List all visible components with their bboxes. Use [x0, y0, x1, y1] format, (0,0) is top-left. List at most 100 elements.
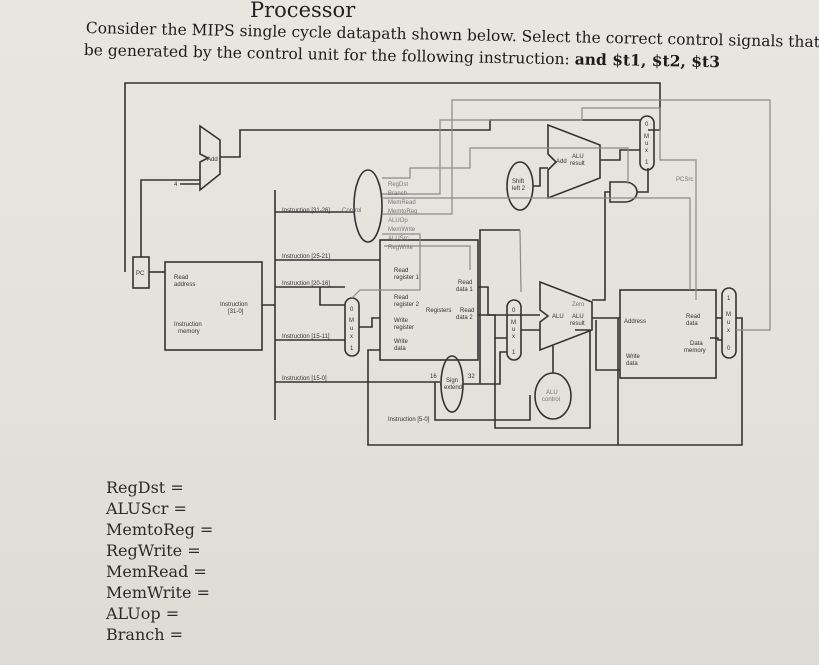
- field-25-21: Instruction [25-21]: [282, 254, 330, 260]
- alu-control-unit: [534, 372, 572, 420]
- field-5-0: Instruction [5-0]: [388, 417, 430, 423]
- ctrl-sig-5: MemWrite: [388, 227, 416, 233]
- shift-1: Shift: [512, 179, 524, 185]
- imem-label-1: Instruction: [174, 322, 202, 328]
- mux-bot-0: 1: [727, 296, 731, 302]
- mux-alusrc-4: 1: [512, 350, 516, 356]
- alu-result-1: ALU: [572, 314, 584, 320]
- main-alu: [539, 280, 593, 352]
- ctrl-sig-0: RegDst: [388, 182, 408, 188]
- alu-zero: Zero: [572, 302, 585, 308]
- alu-control-1: ALU: [546, 390, 558, 396]
- dmem-label-1: Data: [690, 341, 703, 347]
- branch-adder: [547, 123, 601, 200]
- bits-32: 32: [468, 374, 475, 380]
- writeback-loop-wire: [367, 317, 743, 446]
- alu-result-2: result: [570, 321, 585, 327]
- imem-read-addr-2: address: [174, 282, 195, 288]
- mux-top-3: x: [645, 148, 648, 154]
- signal-regwrite[interactable]: RegWrite =: [106, 541, 201, 560]
- dmem-read-2: data: [686, 321, 698, 327]
- signal-name: ALUop: [106, 604, 161, 623]
- signal-memtoreg[interactable]: MemtoReg =: [106, 520, 214, 539]
- imem-instr-2: [31-0]: [228, 309, 244, 315]
- pcsrc-label: PCSrc: [676, 177, 693, 183]
- regs-rr1-2: register 1: [394, 275, 420, 281]
- bits-16: 16: [430, 374, 437, 380]
- alu-result-top-2: result: [570, 161, 585, 167]
- regs-wd-1: Write: [394, 339, 409, 345]
- alu-result-top-1: ALU: [572, 154, 584, 160]
- imem-instr-1: Instruction: [220, 302, 248, 308]
- mux-regdst-4: 1: [350, 346, 354, 352]
- register-file-box: [379, 239, 479, 361]
- data-memory-box: [619, 289, 717, 379]
- branch-adder-label: Add: [556, 159, 567, 165]
- signal-name: RegDst: [106, 478, 166, 497]
- mux-top-2: u: [645, 141, 648, 147]
- regs-rd2-1: Read: [460, 308, 474, 314]
- signal-aluscr[interactable]: ALUScr =: [106, 499, 187, 518]
- mux-regdst-2: u: [350, 326, 353, 332]
- imem-label-2: memory: [178, 329, 200, 335]
- sign-extend-unit: [440, 355, 464, 413]
- mux-top-4: 1: [645, 160, 649, 166]
- shift-2: left 2: [512, 186, 526, 192]
- dmem-write-2: data: [626, 361, 638, 367]
- control-signal-list: RegDst = ALUScr = MemtoReg = RegWrite = …: [106, 477, 213, 645]
- mux-alusrc-3: x: [512, 334, 515, 340]
- signal-name: MemtoReg: [106, 520, 195, 539]
- signal-name: ALUScr: [106, 499, 169, 518]
- four-label: 4: [174, 182, 178, 188]
- outer-loop-wire: [124, 82, 661, 272]
- mux-top-0: 0: [645, 122, 649, 128]
- signal-aluop[interactable]: ALUop =: [106, 604, 180, 623]
- sign-2: extend: [444, 385, 462, 391]
- regs-label: Registers: [426, 308, 451, 314]
- signal-memwrite[interactable]: MemWrite =: [106, 583, 210, 602]
- regs-rr2-1: Read: [394, 295, 408, 301]
- signal-name: RegWrite: [106, 541, 183, 560]
- signal-memread[interactable]: MemRead =: [106, 562, 207, 581]
- ctrl-sig-4: ALUOp: [388, 218, 408, 224]
- signal-branch[interactable]: Branch =: [106, 625, 184, 644]
- pcsrc-mux: [639, 115, 655, 171]
- ctrl-sig-7: RegWrite: [388, 245, 414, 251]
- sign-1: Sign: [446, 378, 458, 384]
- memtoreg-mux: [721, 287, 737, 359]
- mux-regdst-0: 0: [350, 307, 354, 313]
- ctrl-sig-3: MemtoReg: [388, 209, 417, 215]
- dmem-address: Address: [624, 319, 646, 325]
- control-unit: [353, 169, 383, 243]
- alu-label: ALU: [552, 314, 564, 320]
- mux-bot-3: x: [727, 328, 730, 334]
- regs-rd2-2: data 2: [456, 315, 473, 321]
- mux-top-1: M: [644, 134, 649, 140]
- regs-rr2-2: register 2: [394, 302, 420, 308]
- regs-wd-2: data: [394, 346, 406, 352]
- regs-wr-1: Write: [394, 318, 409, 324]
- pc-label: PC: [136, 271, 145, 277]
- mux-regdst-1: M: [349, 318, 354, 324]
- mux-bot-2: u: [727, 320, 730, 326]
- signal-name: Branch: [106, 625, 165, 644]
- top-adder: [199, 124, 221, 192]
- regs-rd1-2: data 1: [456, 287, 473, 293]
- mux-alusrc-2: u: [512, 327, 515, 333]
- regs-rd1-1: Read: [458, 280, 472, 286]
- signal-name: MemRead: [106, 562, 189, 581]
- dmem-read-1: Read: [686, 314, 700, 320]
- field-15-0: Instruction [15-0]: [282, 376, 327, 382]
- signal-name: MemWrite: [106, 583, 192, 602]
- signal-regdst[interactable]: RegDst =: [106, 478, 184, 497]
- field-31-26: Instruction [31-26]: [282, 208, 330, 214]
- dmem-label-2: memory: [684, 348, 706, 354]
- regs-wr-2: register: [394, 325, 414, 331]
- field-15-11: Instruction [15-11]: [282, 334, 330, 340]
- ctrl-sig-2: MemRead: [388, 200, 416, 206]
- alu-control-2: control: [542, 397, 560, 403]
- field-20-16: Instruction [20-16]: [282, 281, 330, 287]
- top-adder-label: Add: [207, 157, 218, 163]
